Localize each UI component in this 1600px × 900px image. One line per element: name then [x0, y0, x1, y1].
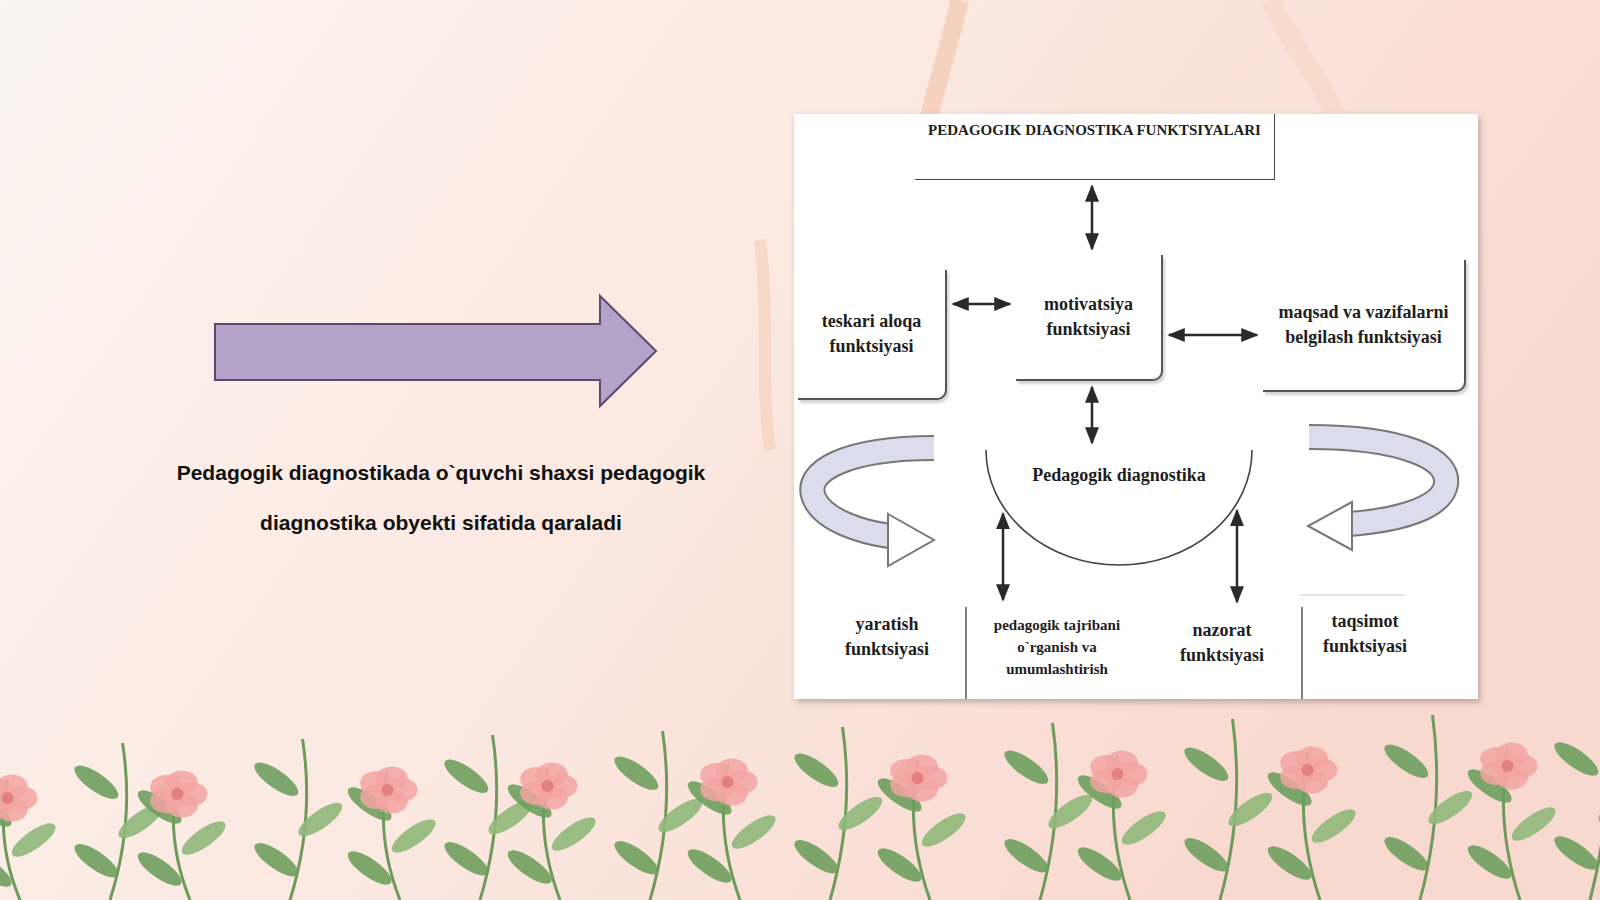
- cell-separator: [1301, 607, 1303, 699]
- function-cell: nazorat funktsiyasi: [1163, 608, 1281, 678]
- double-arrow: [1002, 514, 1005, 600]
- node-text: yaratish funktsiyasi: [827, 612, 947, 662]
- center-ellipse: Pedagogik diagnostika: [985, 449, 1253, 566]
- function-box: maqsad va vazifalarni belgilash funktsiy…: [1263, 260, 1466, 392]
- flower-border: [0, 712, 1600, 900]
- node-text: pedagogik tajribani o`rganish va umumlas…: [975, 615, 1139, 680]
- double-arrow: [1236, 510, 1239, 602]
- function-cell: yaratish funktsiyasi: [821, 598, 953, 676]
- slide-text: Pedagogik diagnostikada o`quvchi shaxsi …: [141, 448, 741, 548]
- node-text: teskari aloqa funktsiyasi: [808, 309, 935, 359]
- node-text: maqsad va vazifalarni belgilash funktsiy…: [1273, 300, 1454, 350]
- function-cell: pedagogik tajribani o`rganish va umumlas…: [969, 606, 1145, 690]
- function-box: teskari aloqa funktsiyasi: [798, 270, 947, 400]
- function-cell: taqsimot funktsiyasi: [1306, 598, 1424, 670]
- double-arrow: [1091, 387, 1094, 443]
- node-text: nazorat funktsiyasi: [1169, 618, 1275, 668]
- title-box: PEDAGOGIK DIAGNOSTIKA FUNKTSIYALARI: [915, 114, 1275, 180]
- node-text: motivatsiya funktsiyasi: [1026, 292, 1151, 342]
- paint-streak: [1270, 0, 1340, 130]
- node-text: Pedagogik diagnostika: [1032, 463, 1206, 488]
- double-arrow: [1169, 334, 1257, 337]
- cell-separator: [965, 607, 967, 699]
- big-arrow: [215, 296, 656, 406]
- node-text: PEDAGOGIK DIAGNOSTIKA FUNKTSIYALARI: [928, 120, 1261, 141]
- curved-arrow: [812, 448, 934, 566]
- faint-rule: [1300, 595, 1405, 596]
- diagram-panel: [794, 114, 1478, 699]
- function-box: motivatsiya funktsiyasi: [1016, 255, 1163, 381]
- double-arrow: [953, 303, 1010, 306]
- node-text: taqsimot funktsiyasi: [1312, 609, 1418, 659]
- paint-streak: [760, 240, 770, 450]
- curved-arrow: [1308, 437, 1446, 550]
- double-arrow: [1091, 186, 1094, 249]
